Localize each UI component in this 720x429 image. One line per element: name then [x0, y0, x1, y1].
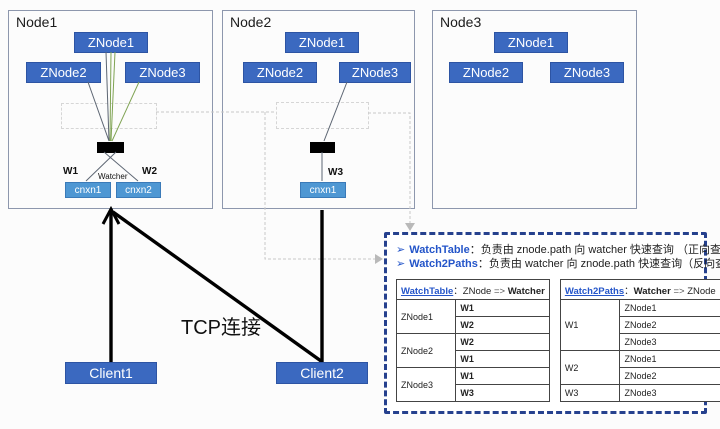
bullet-colon: ：: [477, 258, 489, 270]
node1-watchmanager-area: [61, 103, 157, 129]
node1-w2-label: W2: [142, 166, 157, 177]
node3-title: Node3: [440, 14, 482, 30]
bullet-colon: ：: [469, 244, 481, 256]
arrow-up-icon: [101, 205, 121, 225]
arrow-down-icon: [405, 223, 415, 231]
bullet-arrow-icon: ➢: [396, 244, 406, 256]
watchtable-table: WatchTable：ZNode => Watcher ZNode1 W1 W2…: [395, 279, 550, 402]
watch-tables-legend: ➢WatchTable：负责由 znode.path 向 watcher 快速查…: [384, 232, 720, 414]
node2-znode2-box: ZNode2: [243, 62, 317, 83]
bullet-desc: 负责由 watcher 向 znode.path 快速查询（反向查询）: [488, 258, 720, 270]
table-cell: W2: [455, 333, 550, 351]
node1-watcher-caption: Watcher: [98, 172, 128, 181]
table-row-key: ZNode1: [395, 299, 457, 334]
table-row-key: ZNode3: [395, 367, 457, 402]
table-cell: W3: [455, 384, 550, 402]
node2-cnxn1-box: cnxn1: [300, 182, 346, 198]
table-cell: ZNode2: [619, 316, 720, 334]
node1-znode3-box: ZNode3: [125, 62, 200, 83]
table-cell: W1: [455, 350, 550, 368]
node3-znode2-box: ZNode2: [449, 62, 523, 83]
node1-cnxn2-box: cnxn2: [116, 182, 161, 198]
node2-title: Node2: [230, 14, 272, 30]
table-row-key: W1: [559, 299, 621, 351]
node1-znode1-box: ZNode1: [74, 32, 148, 53]
node2-znode1-box: ZNode1: [285, 32, 359, 53]
watch2paths-bullet: ➢Watch2Paths：负责由 watcher 向 znode.path 快速…: [396, 257, 720, 271]
watch2paths-header: Watch2Paths：Watcher => ZNode: [559, 279, 720, 300]
table-row-key: ZNode2: [395, 333, 457, 368]
table-cell: W2: [455, 316, 550, 334]
node1-znode2-box: ZNode2: [26, 62, 101, 83]
node2-panel: Node2 ZNode1 ZNode2 ZNode3 W3 cnxn1: [222, 10, 415, 209]
table-cell: ZNode2: [619, 367, 720, 385]
table-cell: ZNode1: [619, 299, 720, 317]
client1-box: Client1: [65, 362, 157, 384]
client2-box: Client2: [276, 362, 368, 384]
tcp-connection-label: TCP连接: [181, 317, 261, 339]
node1-cnxn1-box: cnxn1: [65, 182, 111, 198]
node3-znode1-box: ZNode1: [494, 32, 568, 53]
node2-w3-label: W3: [328, 167, 343, 178]
node1-watcher-marker: [97, 142, 124, 153]
table-row-key: W3: [559, 384, 621, 402]
node2-watchmanager-area: [276, 102, 369, 129]
table-cell: ZNode3: [619, 333, 720, 351]
watchtable-bullet: ➢WatchTable：负责由 znode.path 向 watcher 快速查…: [396, 243, 720, 257]
node3-znode3-box: ZNode3: [550, 62, 624, 83]
table-row-key: W2: [559, 350, 621, 385]
watch2paths-table: Watch2Paths：Watcher => ZNode W1 ZNode1 Z…: [559, 279, 720, 402]
node1-panel: Node1 ZNode1 ZNode2 ZNode3 W1 W2 Watcher…: [8, 10, 213, 209]
node1-w1-label: W1: [63, 166, 78, 177]
bullet-desc: 负责由 znode.path 向 watcher 快速查询 （正向查询）: [480, 244, 720, 256]
node1-title: Node1: [16, 14, 58, 30]
table-cell: ZNode3: [619, 384, 720, 402]
arrow-right-icon: [375, 254, 383, 264]
node2-watcher-marker: [310, 142, 335, 153]
bullet-term: WatchTable: [409, 244, 470, 256]
node3-panel: Node3 ZNode1 ZNode2 ZNode3: [432, 10, 637, 209]
node2-znode3-box: ZNode3: [339, 62, 411, 83]
table-cell: ZNode1: [619, 350, 720, 368]
bullet-term: Watch2Paths: [409, 258, 478, 270]
watchtable-header: WatchTable：ZNode => Watcher: [396, 279, 550, 300]
bullet-arrow-icon: ➢: [396, 258, 406, 270]
table-cell: W1: [455, 367, 550, 385]
table-cell: W1: [455, 299, 550, 317]
